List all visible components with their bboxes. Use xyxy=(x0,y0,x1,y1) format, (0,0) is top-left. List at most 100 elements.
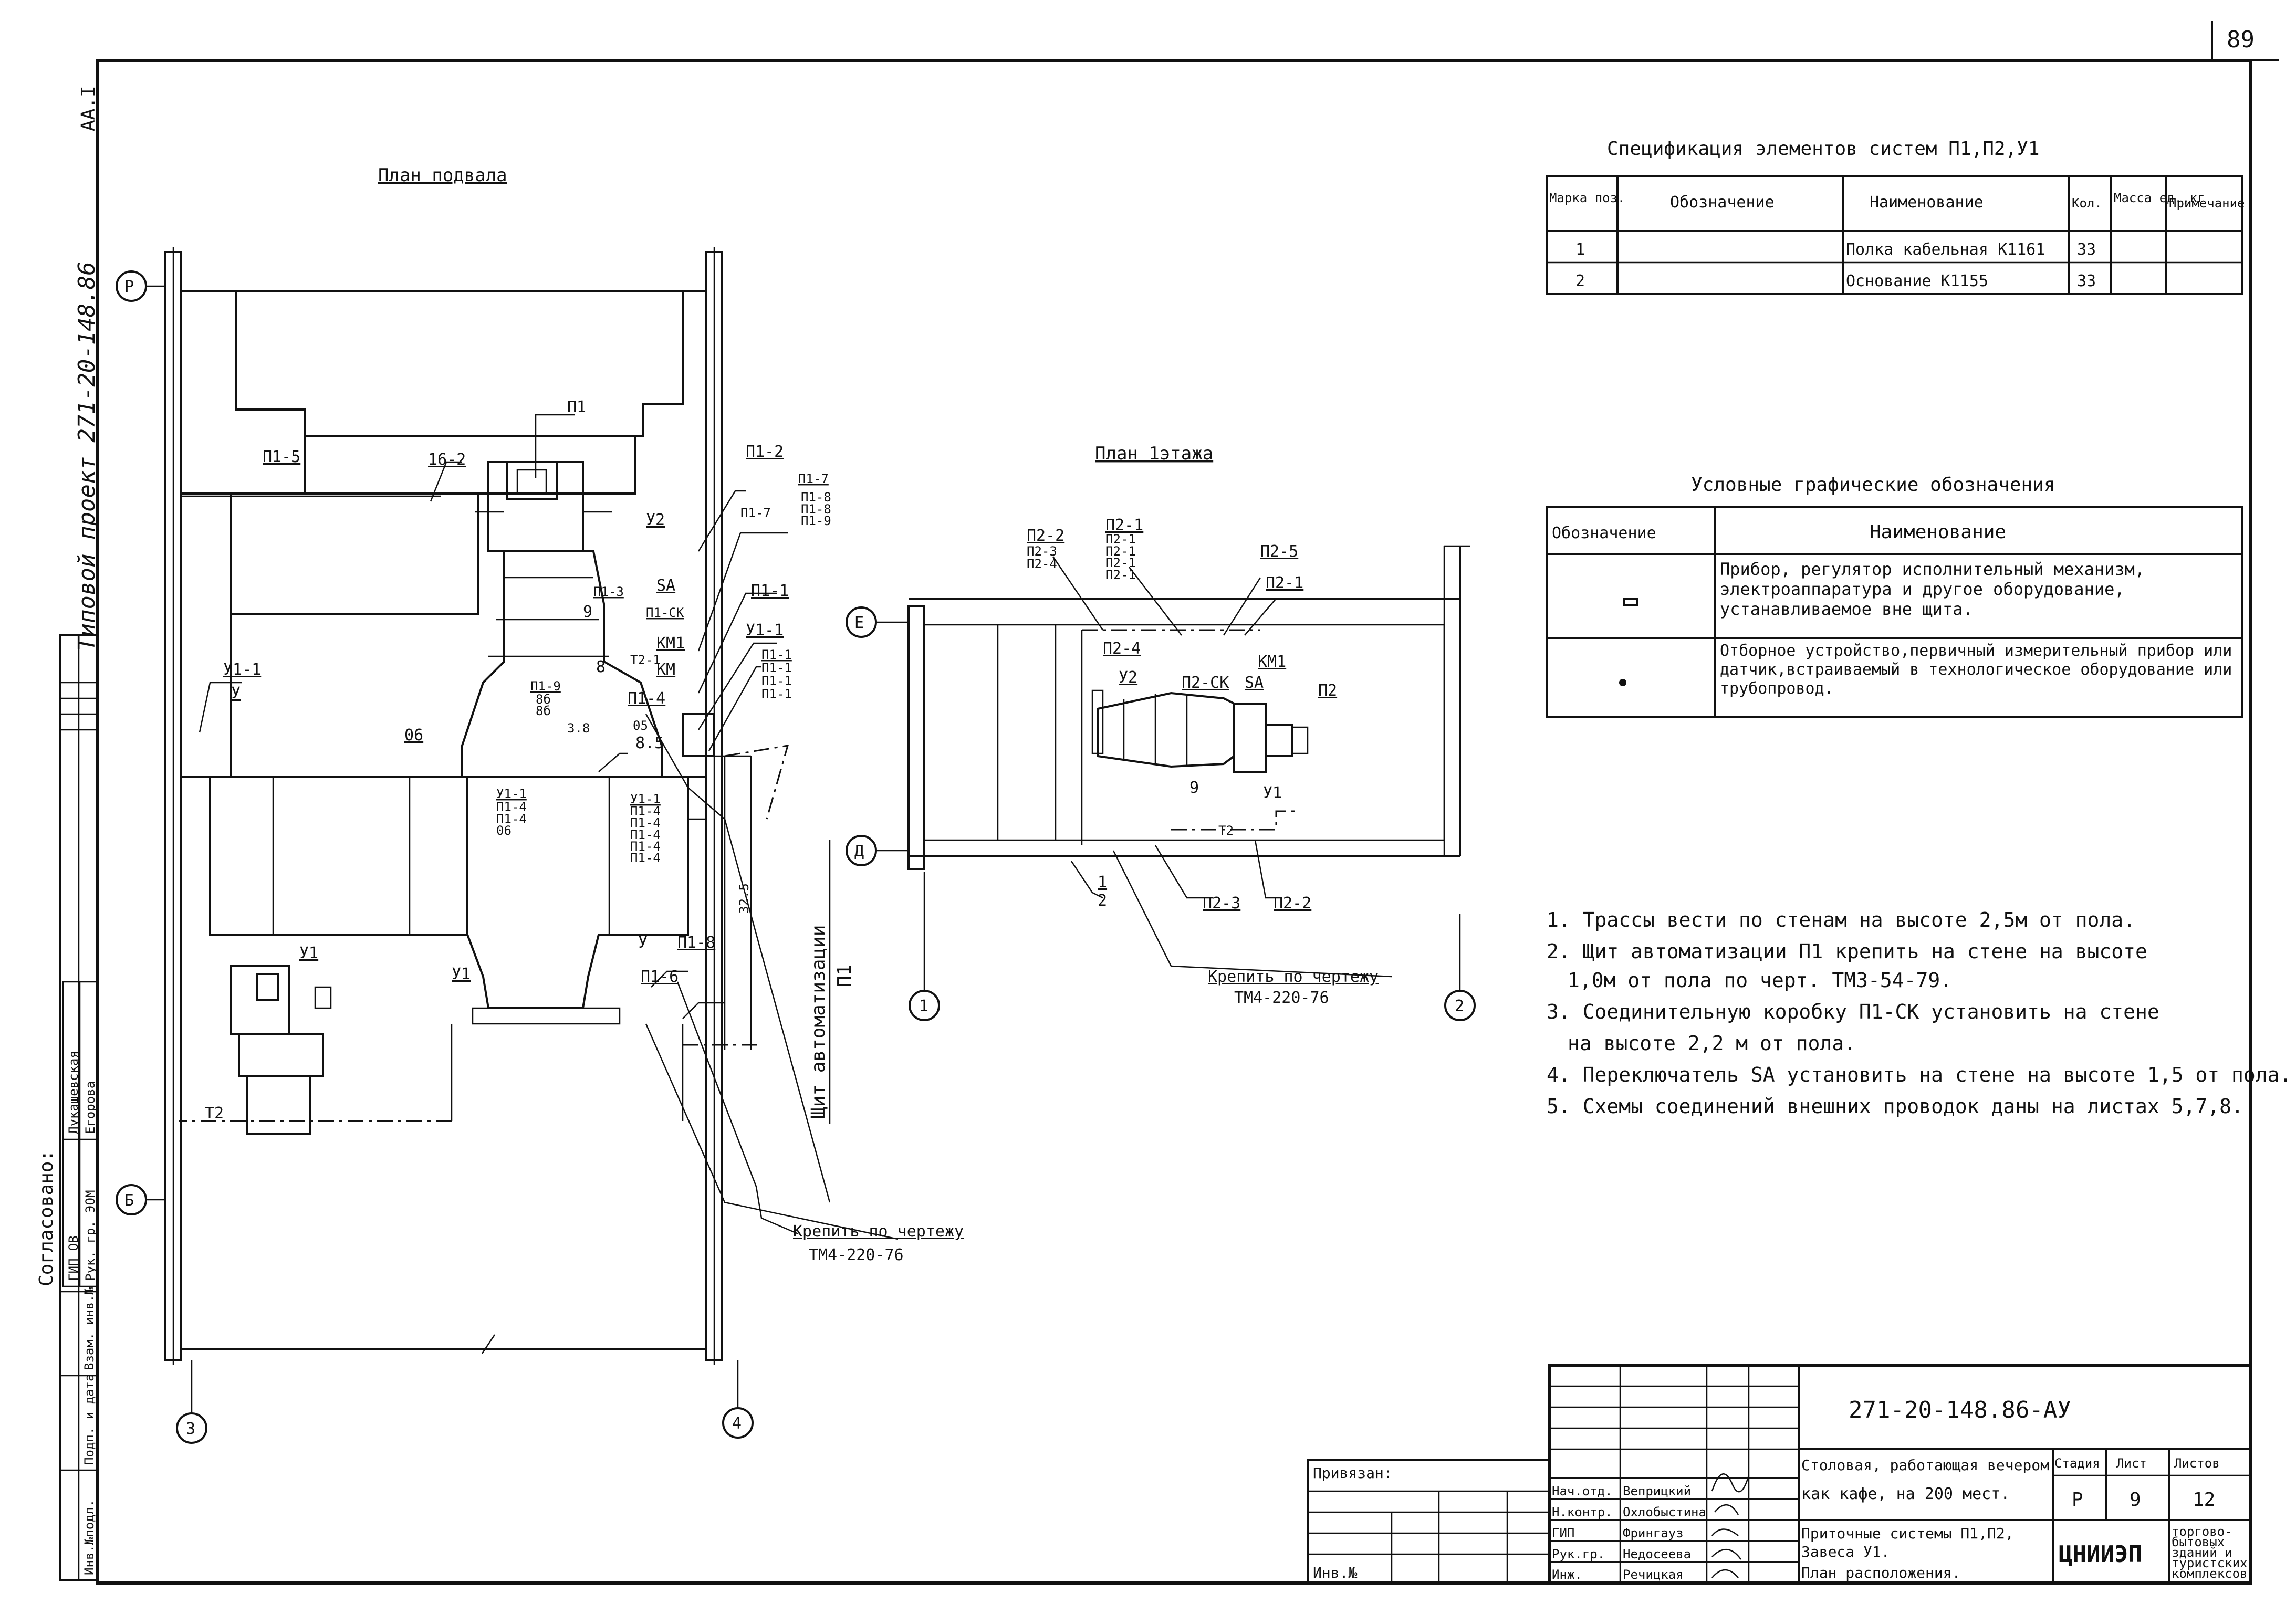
spec-r1-kol: 33 xyxy=(2077,240,2096,259)
tb-sheet-title-l3: План расположения. xyxy=(1801,1564,1960,1581)
legend-title: Условные графические обозначения xyxy=(1691,474,2055,496)
tag-P1-4h: П1-4 xyxy=(630,851,661,865)
f1-tag-P2-2: П2-2 xyxy=(1027,527,1064,545)
tag-right-4: П1-1 xyxy=(761,687,792,701)
axis-E: Е xyxy=(854,614,864,632)
tb-role-1: Нач.отд. xyxy=(1552,1484,1613,1498)
f1-tag-P2-SK: П2-СК xyxy=(1182,674,1229,692)
legend-symbol-sensor xyxy=(1619,679,1626,686)
cabinet-label: Щит автоматизации xyxy=(808,925,829,1118)
f1-tag-SA: SA xyxy=(1245,674,1264,692)
f1-tag-P2-4b: П2-4 xyxy=(1103,640,1141,658)
f1-tag-P2-1a: П2-1 xyxy=(1105,516,1143,534)
f1-tag-2: 2 xyxy=(1098,892,1107,910)
tag-P1-8b: П1-8 xyxy=(801,502,831,517)
tb-org: ЦНИИЭП xyxy=(2059,1541,2142,1568)
tag-right-1: П1-1 xyxy=(761,647,792,662)
spec-title: Спецификация элементов систем П1,П2,У1 xyxy=(1607,138,2040,160)
sheet-code: АА.I xyxy=(78,86,99,131)
spec-h-prim: Примечание xyxy=(2169,196,2245,211)
agreed-label: Согласовано: xyxy=(36,1150,57,1286)
f1-tag-P2-5: П2-5 xyxy=(1260,542,1298,561)
tag-U-b: У xyxy=(638,934,648,952)
tb-org-sub4: туристских xyxy=(2172,1556,2248,1570)
note-2: 2. Щит автоматизации П1 крепить на стене… xyxy=(1547,940,2147,963)
agreed-gip: ГИП ОВ xyxy=(66,1235,81,1281)
axis-1: 1 xyxy=(919,997,928,1015)
tag-P1-4a: П1-4 xyxy=(628,689,665,708)
tag-U: У xyxy=(231,684,241,703)
tb-sheet-no: 9 xyxy=(2130,1489,2141,1511)
axis-R: Р xyxy=(124,278,134,296)
tb-role-3: ГИП xyxy=(1552,1526,1574,1540)
strip-inv-podl: Инв.№подл. xyxy=(82,1500,97,1576)
tb-role-4: Рук.гр. xyxy=(1552,1547,1605,1561)
tag-16-2: 16-2 xyxy=(428,450,466,469)
basement-fix-note: Крепить по чертежу xyxy=(793,1222,964,1241)
legend-table: Условные графические обозначения Обознач… xyxy=(1546,474,2243,718)
tag-U1b: У1 xyxy=(299,944,318,962)
tag-P1-9b: П1-9 xyxy=(530,679,561,694)
note-1: 1. Трассы вести по стенам на высоте 2,5м… xyxy=(1547,908,2135,931)
tb-name-5: Речицкая xyxy=(1623,1567,1684,1582)
note-5: 5. Схемы соединений внешних проводок дан… xyxy=(1547,1095,2243,1118)
axis-D: Д xyxy=(854,842,864,861)
floor1-fix-note: Крепить по чертежу xyxy=(1208,968,1379,986)
tag-8-5: 8.5 xyxy=(635,734,664,752)
f1-tag-9: 9 xyxy=(1189,779,1199,797)
tb-stage-h: Стадия xyxy=(2054,1456,2100,1471)
tb-object-l1: Столовая, работающая вечером xyxy=(1801,1456,2049,1474)
tag-P1-3: П1-3 xyxy=(593,584,624,599)
tb-stage: Р xyxy=(2072,1489,2083,1511)
tag-8b-1: 8б xyxy=(536,692,551,707)
tag-right-2: П1-1 xyxy=(761,661,792,675)
tag-P1-2: П1-2 xyxy=(746,443,784,461)
title-block: Привязан: Инв.№ 271-20-148.86-АУ Нач.отд… xyxy=(1307,1364,2252,1585)
strip-vzam-inv: Взам. инв.№ xyxy=(82,1287,97,1370)
axis-2: 2 xyxy=(1455,997,1464,1015)
tag-P1-4f: П1-4 xyxy=(630,827,661,842)
legend-r1-text: Прибор, регулятор исполнительный механиз… xyxy=(1720,559,2145,619)
legend-h-name: Наименование xyxy=(1870,521,2006,543)
notes: 1. Трассы вести по стенам на высоте 2,5м… xyxy=(1547,908,2291,1118)
tag-P1: П1 xyxy=(567,398,586,416)
f1-tag-P2-1b: П2-1 xyxy=(1105,532,1136,547)
f1-tag-P2-1c: П2-1 xyxy=(1105,544,1136,559)
tag-P1-1: П1-1 xyxy=(751,582,789,600)
spec-h-mark: Марка поз. xyxy=(1549,191,1625,205)
tb-inv: Инв.№ xyxy=(1313,1564,1357,1581)
tag-U1-1a: У1-1 xyxy=(746,621,784,640)
strip-podp-data: Подп. и дата xyxy=(82,1374,97,1465)
f1-tag-U2: У2 xyxy=(1119,668,1137,687)
left-margin-stamp: Инв.№подл. Подп. и дата Взам. инв.№ Согл… xyxy=(36,634,98,1581)
tag-T2-1: Т2-1 xyxy=(630,653,661,667)
legend-h-oboz: Обозначение xyxy=(1552,524,1656,542)
tag-P1-9: П1-9 xyxy=(801,513,831,528)
tag-T2: Т2 xyxy=(205,1104,224,1123)
tb-org-sub2: бытовых xyxy=(2172,1535,2225,1549)
tb-role-5: Инж. xyxy=(1552,1567,1582,1582)
note-3b: на высоте 2,2 м от пола. xyxy=(1568,1032,1856,1055)
legend-r2-text: Отборное устройство,первичный измеритель… xyxy=(1720,642,2232,698)
spec-r1-mark: 1 xyxy=(1575,240,1585,259)
basement-plan: План подвала Р Б 3 4 xyxy=(116,165,964,1444)
tb-bound: Привязан: xyxy=(1313,1464,1393,1482)
floor1-plan-title: План 1этажа xyxy=(1095,443,1213,464)
f1-tag-P2-2b: П2-2 xyxy=(1274,894,1311,913)
f1-tag-P2-4: П2-4 xyxy=(1027,557,1057,571)
spec-h-kol: Кол. xyxy=(2072,196,2102,211)
axis-3: 3 xyxy=(186,1420,195,1438)
agreed-sig2: Егорова xyxy=(83,1081,98,1134)
tag-P1-4g: П1-4 xyxy=(630,839,661,854)
tag-U1a: У1 xyxy=(452,965,471,983)
spec-h-name: Наименование xyxy=(1870,193,1984,212)
f1-tag-P2-1e: П2-1 xyxy=(1105,568,1136,582)
note-4: 4. Переключатель SA установить на стене … xyxy=(1547,1063,2291,1086)
spec-r2-kol: 33 xyxy=(2077,272,2096,290)
f1-tag-KM1: КМ1 xyxy=(1258,653,1286,671)
floor1-fix-ref: ТМ4-220-76 xyxy=(1234,989,1329,1007)
tb-code: 271-20-148.86-АУ xyxy=(1849,1397,2071,1423)
tb-org-sub5: комплексов xyxy=(2172,1566,2248,1581)
tb-org-sub3: зданий и xyxy=(2172,1545,2232,1560)
